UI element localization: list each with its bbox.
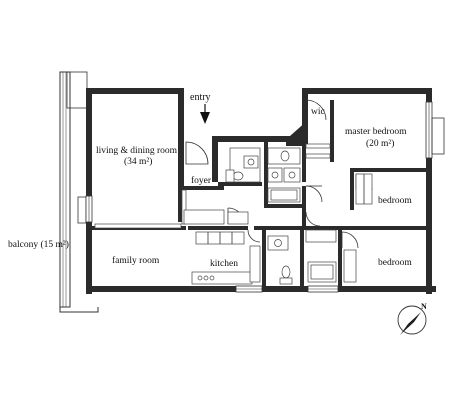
sliding-doors [94,143,331,229]
room-master-name: master bedroom [345,127,407,137]
entry-arrow-icon [200,104,210,124]
room-bedroom3-name: bedroom [378,258,412,268]
room-bedroom2-name: bedroom [378,196,412,206]
exterior-walls [86,88,436,294]
room-kitchen-name: kitchen [210,259,238,269]
room-balcony-name: balcony (15 m²) [8,239,69,250]
room-master-area: (20 m²) [366,138,394,149]
room-living-area: (34 m²) [124,156,152,167]
closets [183,173,373,243]
compass-label: N [421,302,427,311]
entry-label: entry [190,92,211,103]
room-wic-name: wic [311,107,325,117]
bathroom-fixtures [225,147,357,285]
windows [85,101,445,293]
compass-icon [397,305,427,335]
room-living-name: living & dining room [96,146,178,156]
interior-walls [86,100,426,290]
balcony-area [59,71,99,313]
room-family-name: family room [112,255,160,266]
kitchen-fixtures [191,211,261,285]
room-foyer-name: foyer [191,175,212,186]
